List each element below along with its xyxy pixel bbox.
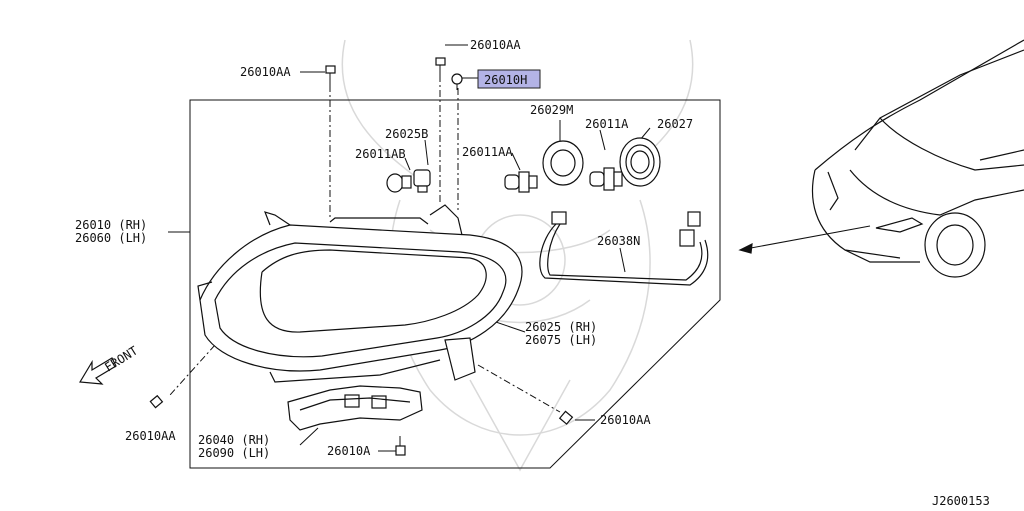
label-lens-lh: 26075 (LH) [525, 333, 597, 347]
label-26011a: 26011A [585, 117, 629, 131]
screw-top-mid [435, 57, 446, 76]
cap-26029m [542, 140, 584, 186]
label-front: FRONT [102, 344, 140, 375]
screw-bottom-left [149, 394, 164, 409]
label-screw-top-left: 26010AA [240, 65, 291, 79]
label-bracket-lh: 26090 (LH) [198, 446, 270, 460]
label-screw-bottom-left: 26010AA [125, 429, 176, 443]
clip-top [451, 73, 463, 90]
pointer-line [739, 225, 871, 251]
bracket-26040 [287, 385, 423, 431]
label-lamp-lh: 26060 (LH) [75, 231, 147, 245]
highlight-box [477, 69, 541, 89]
label-26025b: 26025B [385, 127, 428, 141]
label-lamp-rh: 26010 (RH) [75, 218, 147, 232]
label-harness: 26038N [597, 234, 640, 248]
bulb-26011aa [504, 171, 538, 193]
label-clip-top: 26010H [484, 73, 527, 87]
vehicle-sketch [738, 39, 1024, 278]
label-lens-rh: 26025 (RH) [525, 320, 597, 334]
screw-top-left [325, 65, 336, 86]
label-26011aa: 26011AA [462, 145, 513, 159]
front-arrow [78, 357, 117, 385]
label-screw-bottom-right: 26010AA [600, 413, 651, 427]
label-bracket-rh: 26040 (RH) [198, 433, 270, 447]
label-26011ab: 26011AB [355, 147, 406, 161]
assembly-frame [189, 99, 721, 469]
bulb-26011ab [386, 173, 412, 193]
label-screw-bottom-mid: 26010A [327, 444, 371, 458]
label-26029m: 26029M [530, 103, 573, 117]
cap-26027 [619, 137, 661, 187]
diagram-code: J2600153 [932, 494, 990, 508]
label-screw-top-mid: 26010AA [470, 38, 521, 52]
headlamp-assembly [197, 204, 523, 383]
bulb-26011a [589, 167, 623, 191]
label-26027: 26027 [657, 117, 693, 131]
screw-bottom-mid [395, 436, 406, 456]
screw-bottom-right [558, 410, 574, 425]
harness-26038n [539, 211, 709, 286]
socket-26025b [413, 169, 431, 193]
